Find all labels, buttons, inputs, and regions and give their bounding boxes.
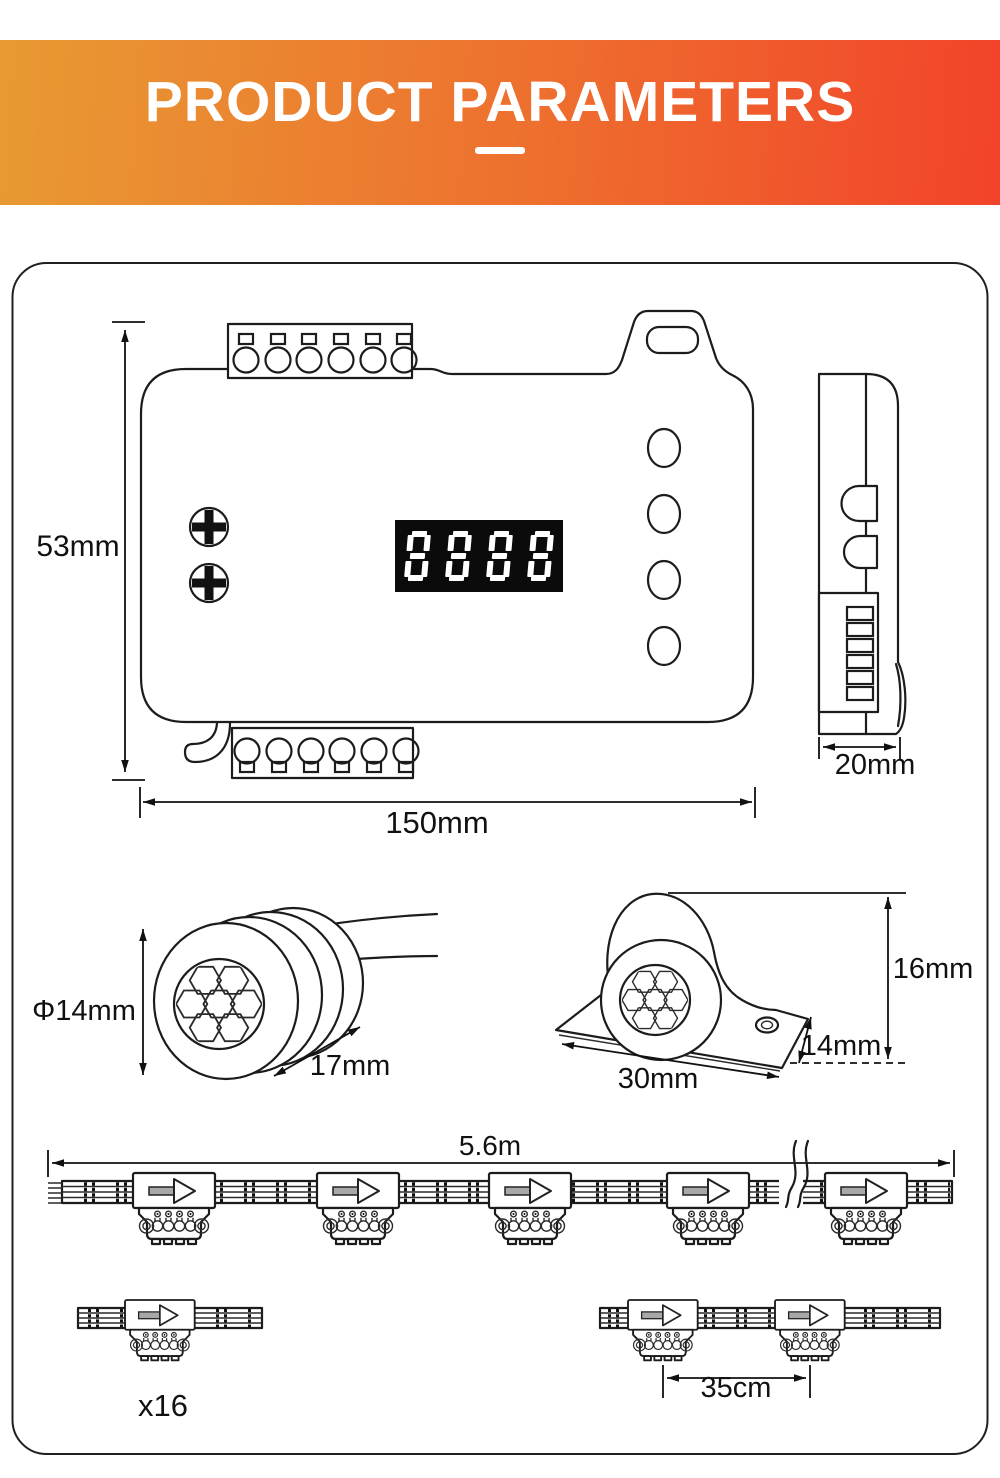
side-button bbox=[840, 484, 879, 523]
phillips-screw-icon bbox=[188, 562, 230, 604]
controller-side-view bbox=[817, 372, 907, 736]
module-count-figure bbox=[76, 1299, 264, 1362]
side-button bbox=[842, 534, 879, 570]
controller-buttons bbox=[646, 427, 682, 667]
module-spacing-figure bbox=[598, 1299, 942, 1398]
break-symbol bbox=[779, 1139, 810, 1209]
dim-label-depth: 20mm bbox=[834, 749, 916, 781]
side-terminal-housing bbox=[817, 591, 880, 714]
title-underline-dash bbox=[475, 147, 525, 154]
seven-segment-digit bbox=[486, 531, 513, 581]
dim-label-bracket-height: 16mm bbox=[892, 953, 974, 985]
seven-segment-digit bbox=[527, 531, 554, 581]
dim-label-width: 150mm bbox=[385, 805, 489, 840]
led-module bbox=[487, 1171, 573, 1246]
diagram-panel-border bbox=[11, 262, 989, 1455]
led-module bbox=[315, 1171, 401, 1246]
dim-label-module-spacing: 35cm bbox=[700, 1372, 772, 1404]
mounting-hole bbox=[645, 325, 700, 355]
header-band: PRODUCT PARAMETERS bbox=[0, 40, 1000, 205]
dim-label-sensor-length: 17mm bbox=[309, 1050, 391, 1082]
seven-segment-digit bbox=[445, 531, 472, 581]
dim-label-bracket-depth: 14mm bbox=[800, 1030, 882, 1062]
led-module bbox=[774, 1299, 846, 1362]
led-module bbox=[627, 1299, 699, 1362]
solder-pads bbox=[608, 1309, 934, 1328]
screw-hole bbox=[754, 1016, 780, 1034]
page-title: PRODUCT PARAMETERS bbox=[144, 70, 856, 134]
terminal-block-bottom bbox=[230, 726, 420, 780]
label-module-count: x16 bbox=[138, 1388, 188, 1423]
wire-ends bbox=[48, 1182, 62, 1204]
dimension-lines bbox=[112, 321, 901, 818]
cable-hook bbox=[183, 721, 232, 764]
led-display bbox=[395, 520, 563, 592]
dim-label-strip-length: 5.6m bbox=[458, 1130, 522, 1161]
controller-front-view bbox=[139, 309, 755, 780]
dim-label-sensor-diameter: Φ14mm bbox=[32, 995, 136, 1027]
led-module bbox=[131, 1171, 217, 1246]
dim-label-height: 53mm bbox=[36, 530, 120, 563]
phillips-screw-icon bbox=[188, 506, 230, 548]
controller-body-outline bbox=[139, 309, 755, 724]
led-module bbox=[823, 1171, 909, 1246]
dim-label-bracket-width: 30mm bbox=[617, 1063, 699, 1095]
seven-segment-digit bbox=[404, 531, 431, 581]
led-strip-view bbox=[47, 1139, 955, 1246]
sensor-round-view bbox=[139, 906, 439, 1081]
led-module bbox=[665, 1171, 751, 1246]
terminal-block-top bbox=[226, 322, 418, 380]
sensor-bracket-view bbox=[554, 892, 906, 1079]
led-module bbox=[124, 1299, 196, 1362]
